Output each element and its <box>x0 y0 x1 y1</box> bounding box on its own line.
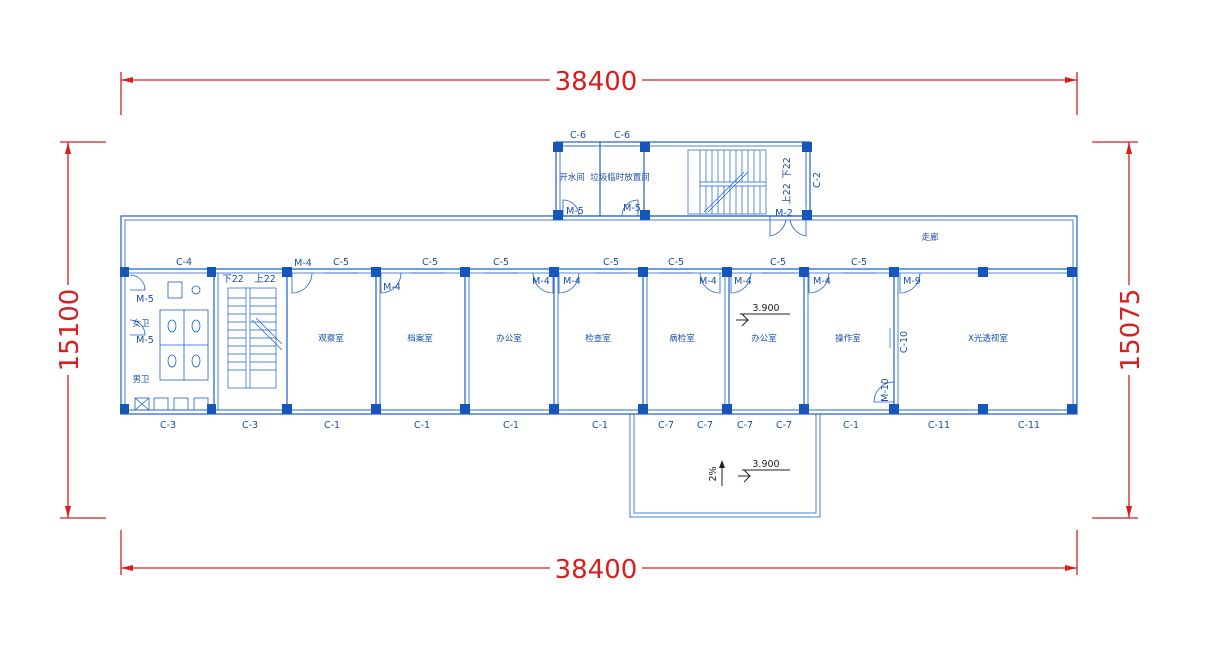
door-label: M-5 <box>623 203 641 214</box>
door-label: M-9 <box>903 276 921 287</box>
window-label: C-11 <box>928 420 950 431</box>
door-label: M-4 <box>532 276 550 287</box>
window-label: C-6 <box>614 130 630 141</box>
window-label: C-1 <box>324 420 340 431</box>
elevation-label: 3.900 <box>752 459 779 470</box>
door-label: M-5 <box>136 294 154 305</box>
room-name: 开水间 <box>559 172 585 183</box>
left-stair-treads <box>228 297 276 371</box>
elevation-mark-balcony: 3.900 <box>738 459 790 483</box>
door-label: M-4 <box>699 276 717 287</box>
door-label: M-4 <box>734 276 752 287</box>
window-marks <box>140 141 1060 415</box>
window-label: C-7 <box>658 420 674 431</box>
window-label: C-7 <box>776 420 792 431</box>
door-swings <box>129 199 921 403</box>
window-label: C-5 <box>770 257 786 268</box>
left-stair-down-label: 下22 <box>222 274 244 285</box>
left-stair-up-label: 上22 <box>254 274 276 285</box>
room-name: 垃圾临时放置间 <box>590 172 650 183</box>
room-name: 办公室 <box>751 333 777 344</box>
slope-mark: 2% <box>708 460 725 486</box>
window-label: C-1 <box>414 420 430 431</box>
window-label: C-5 <box>422 257 438 268</box>
room-name: 检查室 <box>585 333 611 344</box>
dimension-right: 15075 <box>1092 141 1146 519</box>
door-label: M-4 <box>563 276 581 287</box>
door-label: M-4 <box>383 282 401 293</box>
room-name: 男卫 <box>132 375 150 385</box>
top-stair-treads <box>705 150 761 214</box>
room-name: 走廊 <box>921 232 939 243</box>
room-names: 开水间 垃圾临时放置间 走廊 女卫 男卫 观察室 档案室 办公室 检查室 病检室… <box>132 172 1008 385</box>
room-name: 档案室 <box>407 333 433 344</box>
window-label: C-7 <box>737 420 753 431</box>
window-label: C-3 <box>160 420 176 431</box>
window-label: C-11 <box>1018 420 1040 431</box>
window-label: C-5 <box>603 257 619 268</box>
toilet-fixtures <box>134 281 209 411</box>
room-name: 女卫 <box>132 318 150 329</box>
building-walls <box>120 141 1078 518</box>
window-label: C-5 <box>668 257 684 268</box>
door-label: M-5 <box>566 206 584 217</box>
room-name: 办公室 <box>496 333 522 344</box>
elevation-mark-inner: 3.900 <box>736 303 790 327</box>
window-labels: C-6 C-6 C-2 C-4 C-5 C-5 C-5 C-5 C-5 C-5 … <box>160 130 1040 431</box>
window-label: C-4 <box>176 257 192 268</box>
dim-bottom-label: 38400 <box>555 555 638 585</box>
window-label: C-3 <box>242 420 258 431</box>
door-label: M-5 <box>136 335 154 346</box>
window-label: C-1 <box>592 420 608 431</box>
elevation-label: 3.900 <box>752 303 779 314</box>
door-label: M-10 <box>880 378 891 402</box>
dimension-bottom: 38400 <box>120 530 1078 585</box>
door-labels: M-5 M-5 M-2 M-4 M-4 M-4 M-4 M-4 M-4 M-4 … <box>136 203 921 402</box>
dim-right-label: 15075 <box>1116 289 1146 372</box>
window-label: C-2 <box>812 172 823 188</box>
dim-top-label: 38400 <box>555 67 638 97</box>
window-label: C-10 <box>899 331 910 353</box>
door-label: M-2 <box>775 208 793 219</box>
dimension-left: 15100 <box>55 141 106 519</box>
structural-columns <box>120 142 1077 414</box>
top-staircase <box>687 149 767 215</box>
door-label: M-4 <box>294 258 312 269</box>
window-label: C-7 <box>697 420 713 431</box>
dim-left-label: 15100 <box>55 289 85 372</box>
window-label: C-5 <box>493 257 509 268</box>
slope-label: 2% <box>708 466 719 481</box>
window-label: C-6 <box>570 130 586 141</box>
left-staircase <box>227 287 283 389</box>
window-label: C-1 <box>843 420 859 431</box>
room-name: 操作室 <box>835 333 861 344</box>
dimension-top: 38400 <box>120 67 1078 115</box>
room-name: 观察室 <box>318 333 344 344</box>
room-name: X光透视室 <box>968 333 1008 344</box>
window-label: C-5 <box>333 257 349 268</box>
room-name: 病检室 <box>669 333 695 344</box>
top-stair-up-label: 上22 <box>782 183 793 205</box>
window-label: C-5 <box>851 257 867 268</box>
window-label: C-1 <box>503 420 519 431</box>
top-stair-down-label: 下22 <box>782 157 793 179</box>
door-label: M-4 <box>813 276 831 287</box>
